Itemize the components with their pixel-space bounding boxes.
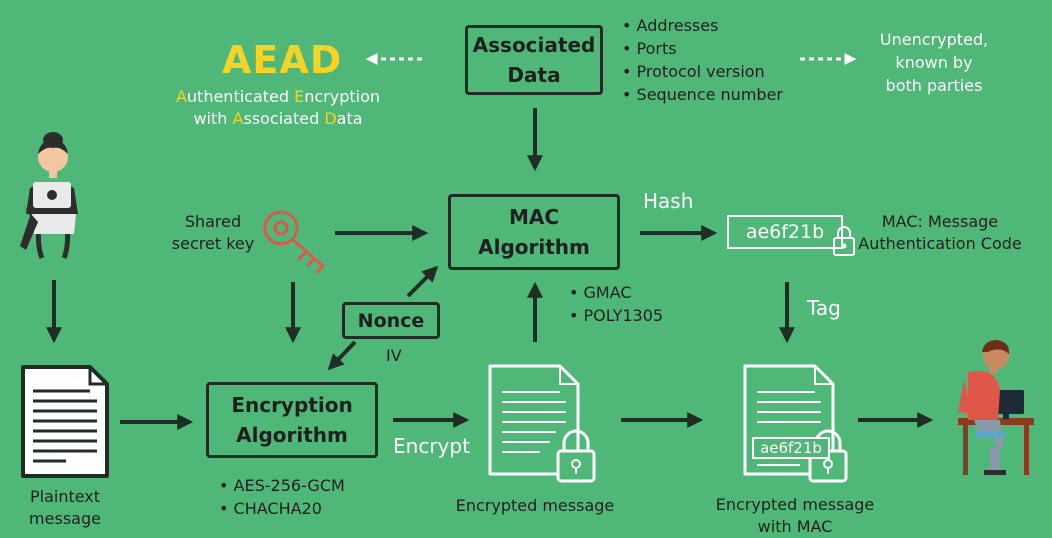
encrypted-message-label: Encrypted message bbox=[455, 496, 615, 515]
encryption-algorithm-box: Encryption Algorithm bbox=[206, 382, 378, 458]
mac-algorithm-item: GMAC bbox=[569, 281, 663, 304]
mac-definition: MAC: Message Authentication Code bbox=[858, 211, 1022, 255]
enc-box-line1: Encryption bbox=[231, 393, 353, 417]
unencrypted-line3: both parties bbox=[885, 76, 983, 95]
aead-subtitle-line2: with Associated Data bbox=[172, 109, 384, 129]
nonce-box: Nonce bbox=[342, 302, 440, 339]
associated-data-item: Ports bbox=[622, 37, 783, 60]
doc-mac-tag: ae6f21b bbox=[752, 437, 830, 459]
aead-text: ata bbox=[336, 109, 363, 128]
mac-value: ae6f21b bbox=[727, 215, 843, 249]
aead-initial: A bbox=[175, 87, 187, 106]
encryption-algorithms-list: AES-256-GCMCHACHA20 bbox=[219, 474, 345, 520]
unencrypted-line1: Unencrypted, bbox=[879, 30, 989, 49]
mac-box-line2: Algorithm bbox=[478, 235, 590, 259]
associated-data-list: AddressesPortsProtocol versionSequence n… bbox=[622, 14, 783, 106]
plaintext-doc-icon bbox=[21, 365, 109, 478]
enc-box-line2: Algorithm bbox=[236, 423, 348, 447]
shared-key-label: Shared secret key bbox=[168, 211, 258, 255]
encryption-algorithm-item: CHACHA20 bbox=[219, 497, 345, 520]
aead-initial: E bbox=[294, 87, 305, 106]
unencrypted-note: Unencrypted, known by both parties bbox=[870, 28, 998, 97]
associated-data-line1: Associated bbox=[472, 33, 596, 57]
mac-algorithms-list: GMACPOLY1305 bbox=[569, 281, 664, 327]
aead-subtitle-line1: Authenticated Encryption bbox=[172, 87, 384, 107]
mac-algorithm-box: MAC Algorithm bbox=[448, 194, 620, 270]
encrypted-mac-line2: with MAC bbox=[757, 517, 833, 536]
associated-data-line2: Data bbox=[507, 63, 561, 87]
associated-data-item: Addresses bbox=[622, 14, 783, 37]
aead-title: AEAD bbox=[222, 38, 343, 82]
encryption-algorithm-item: AES-256-GCM bbox=[219, 474, 345, 497]
tag-label: Tag bbox=[807, 296, 841, 320]
plaintext-line1: Plaintext bbox=[29, 487, 101, 506]
encrypted-mac-line1: Encrypted message bbox=[715, 495, 875, 514]
aead-initial: A bbox=[232, 109, 244, 128]
sender-person-icon bbox=[20, 132, 78, 259]
aead-text: ncryption bbox=[304, 87, 381, 106]
mac-def-line2: Authentication Code bbox=[858, 234, 1022, 253]
hash-lock-icon bbox=[833, 226, 855, 256]
aead-text: with bbox=[193, 109, 233, 128]
aead-text: ssociated bbox=[243, 109, 325, 128]
key-icon bbox=[263, 210, 325, 274]
plaintext-line2: message bbox=[29, 509, 101, 528]
associated-data-item: Protocol version bbox=[622, 60, 783, 83]
mac-def-line1: MAC: Message bbox=[881, 212, 999, 231]
encrypted-mac-label: Encrypted message with MAC bbox=[705, 494, 885, 538]
shared-key-line1: Shared bbox=[184, 212, 242, 231]
arrow-nonce-to-enc bbox=[327, 340, 357, 371]
mac-algorithm-item: POLY1305 bbox=[569, 304, 664, 327]
nonce-label: Nonce bbox=[357, 309, 425, 332]
aead-initial: D bbox=[324, 109, 337, 128]
associated-data-box: Associated Data bbox=[465, 25, 603, 95]
receiver-person-icon bbox=[958, 340, 1034, 475]
arrow-nonce-to-mac bbox=[406, 265, 439, 298]
lock-icon bbox=[556, 429, 596, 483]
encrypted-mac-doc-icon bbox=[743, 364, 835, 476]
mac-box-line1: MAC bbox=[508, 205, 560, 229]
plaintext-label: Plaintext message bbox=[10, 486, 120, 530]
hash-label: Hash bbox=[643, 189, 694, 213]
associated-data-item: Sequence number bbox=[622, 83, 783, 106]
shared-key-line2: secret key bbox=[171, 234, 255, 253]
iv-label: IV bbox=[386, 346, 402, 365]
encrypted-doc-icon bbox=[488, 364, 580, 476]
unencrypted-line2: known by bbox=[895, 53, 973, 72]
aead-text: uthenticated bbox=[186, 87, 295, 106]
encrypt-label: Encrypt bbox=[393, 434, 470, 458]
